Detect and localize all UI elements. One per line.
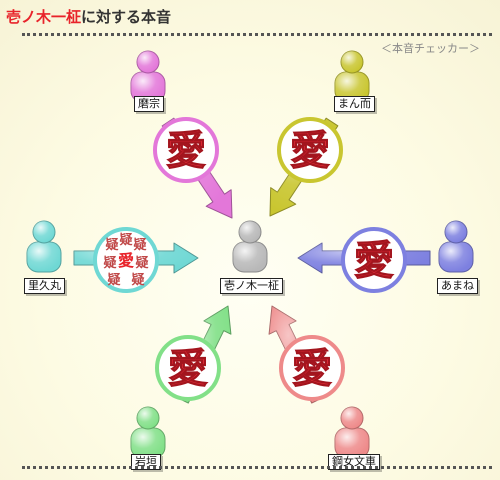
person-壱ノ木一柾-figure xyxy=(232,220,268,273)
feeling-text: 愛 xyxy=(168,346,208,392)
feeling-badge-まん而: 愛 xyxy=(277,117,343,183)
title-rest: に対する本音 xyxy=(81,8,172,26)
feeling-badge-岩垣: 愛 xyxy=(155,335,221,401)
person-3-name-label: あまね xyxy=(437,278,478,294)
feeling-badge-鋼女文車: 愛 xyxy=(279,335,345,401)
feeling-badge-里久丸: 疑疑疑疑疑疑疑愛 xyxy=(93,227,159,293)
top-dotted-divider xyxy=(22,33,492,36)
feeling-char: 疑 xyxy=(119,232,132,248)
bottom-dotted-divider xyxy=(22,466,492,469)
person-里久丸-figure xyxy=(26,220,62,273)
feeling-char: 疑 xyxy=(105,237,118,253)
page-title: 壱ノ木一柾に対する本音 xyxy=(6,6,171,27)
person-あまね-figure xyxy=(438,220,474,273)
person-まん而-figure xyxy=(334,50,370,103)
title-name: 壱ノ木一柾 xyxy=(6,8,82,26)
feeling-center-char: 愛 xyxy=(118,251,134,270)
person-2-name-label: 里久丸 xyxy=(24,278,65,294)
feeling-badge-あまね: 愛 xyxy=(341,227,407,293)
person-0-name-label: 磨宗 xyxy=(134,96,164,112)
feeling-char: 疑 xyxy=(133,237,146,253)
feeling-text: 愛 xyxy=(290,128,330,174)
feeling-text: 愛 xyxy=(354,238,394,284)
feeling-char: 疑 xyxy=(135,255,148,271)
center-person-name-label: 壱ノ木一柾 xyxy=(220,278,283,294)
person-1-name-label: まん而 xyxy=(334,96,375,112)
feeling-char: 疑 xyxy=(131,272,144,288)
person-岩垣-figure xyxy=(130,406,166,459)
feeling-badge-磨宗: 愛 xyxy=(153,117,219,183)
feeling-char: 疑 xyxy=(103,255,116,271)
feeling-char: 疑 xyxy=(107,272,120,288)
subtitle: ＜本音チェッカー＞ xyxy=(381,42,480,55)
person-磨宗-figure xyxy=(130,50,166,103)
feeling-text: 愛 xyxy=(166,128,206,174)
person-鋼女文車-figure xyxy=(334,406,370,459)
feeling-text: 愛 xyxy=(292,346,332,392)
